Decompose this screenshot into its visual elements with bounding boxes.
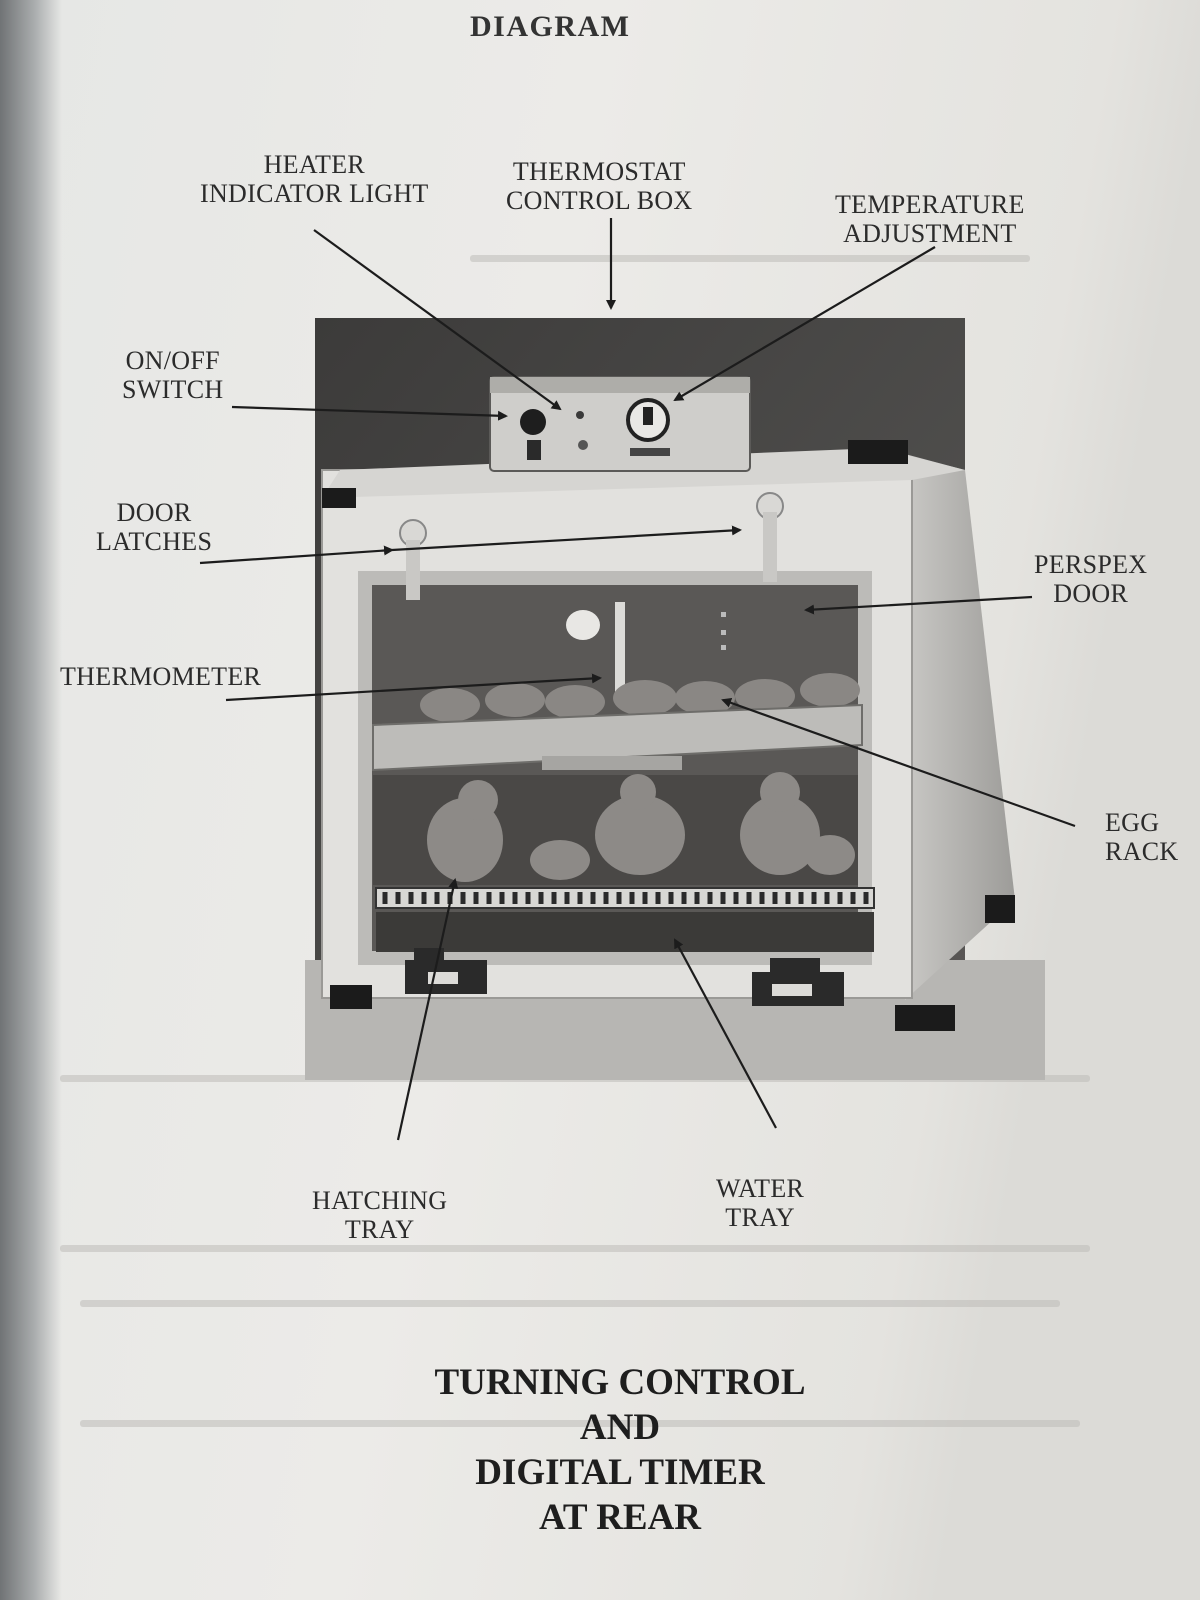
heater-indicator-light xyxy=(576,411,584,419)
thermostat-control-box xyxy=(490,377,750,471)
on-off-switch xyxy=(520,409,546,435)
label-perspex-door: PERSPEX DOOR xyxy=(1034,550,1147,608)
thermometer-bulb xyxy=(566,610,600,640)
footer-caption: TURNING CONTROL AND DIGITAL TIMER AT REA… xyxy=(360,1360,880,1540)
label-door-latches: DOOR LATCHES xyxy=(96,498,212,556)
label-thermometer: THERMOMETER xyxy=(60,662,261,691)
label-water-tray: WATER TRAY xyxy=(716,1174,804,1232)
thermometer xyxy=(615,602,625,697)
chicks xyxy=(427,772,855,882)
label-hatching-tray: HATCHING TRAY xyxy=(312,1186,447,1244)
label-egg-rack: EGG RACK xyxy=(1105,808,1178,866)
label-heater-indicator-light: HEATER INDICATOR LIGHT xyxy=(200,150,429,208)
water-tray xyxy=(376,912,874,952)
label-thermostat-control-box: THERMOSTAT CONTROL BOX xyxy=(506,157,693,215)
label-on-off-switch: ON/OFF SWITCH xyxy=(122,346,223,404)
incubator-photo xyxy=(305,318,1045,1080)
label-temperature-adjustment: TEMPERATURE ADJUSTMENT xyxy=(835,190,1025,248)
